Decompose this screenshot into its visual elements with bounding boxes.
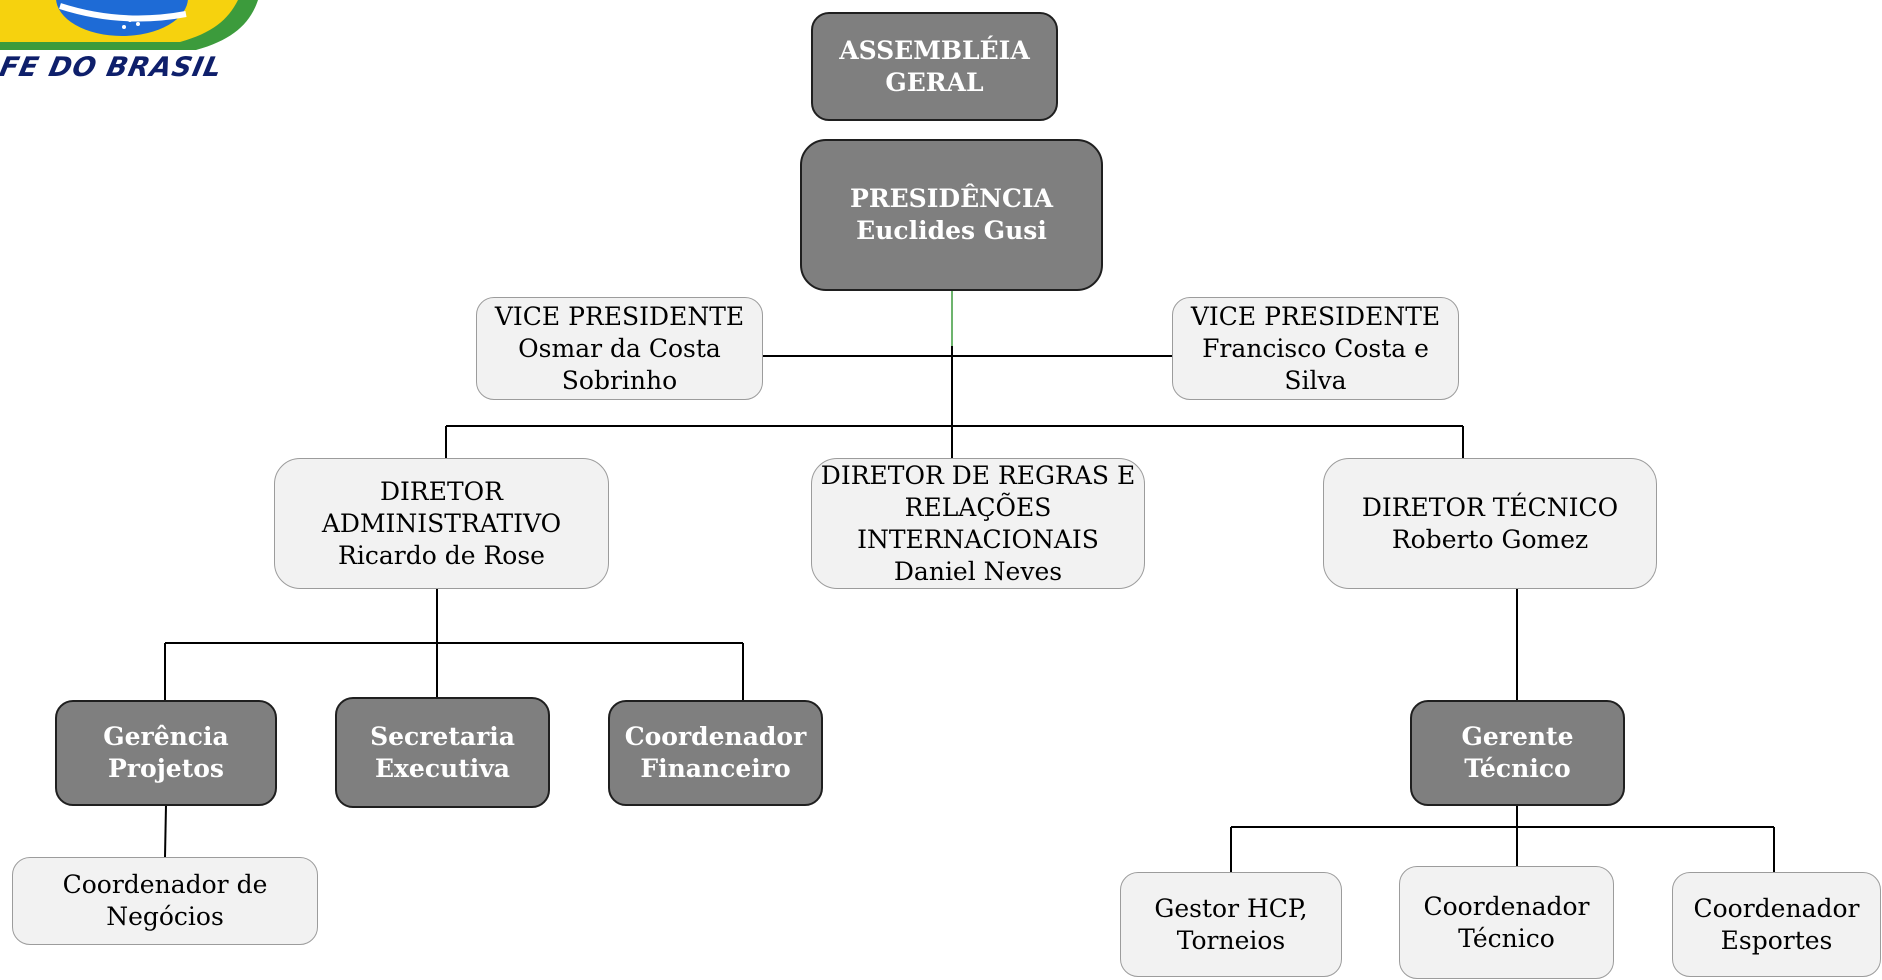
brazil-federation-logo: FE DO BRASIL	[0, 0, 300, 80]
node-line: Executiva	[374, 753, 511, 783]
node-vice-presidente-left: VICE PRESIDENTE Osmar da Costa Sobrinho	[476, 297, 763, 400]
node-line: Roberto Gomez	[1391, 524, 1589, 554]
node-line: DIRETOR DE REGRAS E	[820, 460, 1136, 490]
node-line: Euclides Gusi	[856, 216, 1047, 245]
connector-to-coord-negocios	[164, 804, 167, 858]
brazil-flag-emblem	[0, 0, 258, 50]
node-gestor-hcp-torneios: Gestor HCP, Torneios	[1120, 872, 1342, 977]
node-line: Secretaria	[370, 721, 515, 751]
node-line: DIRETOR TÉCNICO	[1361, 492, 1619, 522]
node-line: Sobrinho	[561, 365, 678, 395]
node-coordenador-negocios: Coordenador de Negócios	[12, 857, 318, 945]
node-vice-presidente-right: VICE PRESIDENTE Francisco Costa e Silva	[1172, 297, 1459, 400]
node-line: Daniel Neves	[893, 556, 1063, 586]
node-line: Coordenador	[624, 722, 807, 751]
node-presidencia: PRESIDÊNCIA Euclides Gusi	[800, 139, 1103, 291]
node-line: Gestor HCP,	[1154, 893, 1308, 923]
node-line: Francisco Costa e	[1202, 333, 1429, 363]
node-coordenador-esportes: Coordenador Esportes	[1672, 872, 1881, 977]
node-line: Esportes	[1720, 925, 1833, 955]
node-line: Osmar da Costa	[518, 333, 721, 363]
node-line: Projetos	[108, 754, 224, 783]
node-diretor-administrativo: DIRETOR ADMINISTRATIVO Ricardo de Rose	[274, 458, 609, 589]
node-secretaria-executiva: Secretaria Executiva	[335, 697, 550, 808]
node-line: Silva	[1284, 365, 1347, 395]
node-line: DIRETOR	[380, 476, 503, 506]
node-line: ASSEMBLÉIA	[839, 35, 1030, 65]
node-line: RELAÇÕES	[904, 492, 1052, 522]
node-coordenador-tecnico: Coordenador Técnico	[1399, 866, 1614, 979]
node-line: Técnico	[1458, 923, 1555, 953]
node-coordenador-financeiro: Coordenador Financeiro	[608, 700, 823, 806]
node-line: ADMINISTRATIVO	[321, 508, 562, 538]
node-line: Técnico	[1464, 754, 1571, 783]
node-line: Financeiro	[640, 754, 791, 783]
node-line: Coordenador	[1423, 891, 1590, 921]
node-diretor-tecnico: DIRETOR TÉCNICO Roberto Gomez	[1323, 458, 1657, 589]
node-line: Coordenador	[1693, 893, 1860, 923]
node-line: GERAL	[885, 67, 984, 97]
node-line: PRESIDÊNCIA	[850, 184, 1053, 213]
node-gerencia-projetos: Gerência Projetos	[55, 700, 277, 806]
node-diretor-regras: DIRETOR DE REGRAS E RELAÇÕES INTERNACION…	[811, 458, 1145, 589]
node-line: VICE PRESIDENTE	[1190, 301, 1441, 331]
node-line: INTERNACIONAIS	[857, 524, 1099, 554]
node-line: Negócios	[106, 902, 224, 931]
node-gerente-tecnico: Gerente Técnico	[1410, 700, 1625, 806]
node-line: Gerente	[1461, 722, 1574, 751]
node-line: Ricardo de Rose	[338, 540, 545, 570]
node-assembleia-geral: ASSEMBLÉIA GERAL	[811, 12, 1058, 121]
node-line: Torneios	[1176, 925, 1286, 955]
node-line: Gerência	[103, 722, 229, 751]
node-line: Coordenador de	[62, 870, 268, 899]
node-line: VICE PRESIDENTE	[494, 301, 745, 331]
